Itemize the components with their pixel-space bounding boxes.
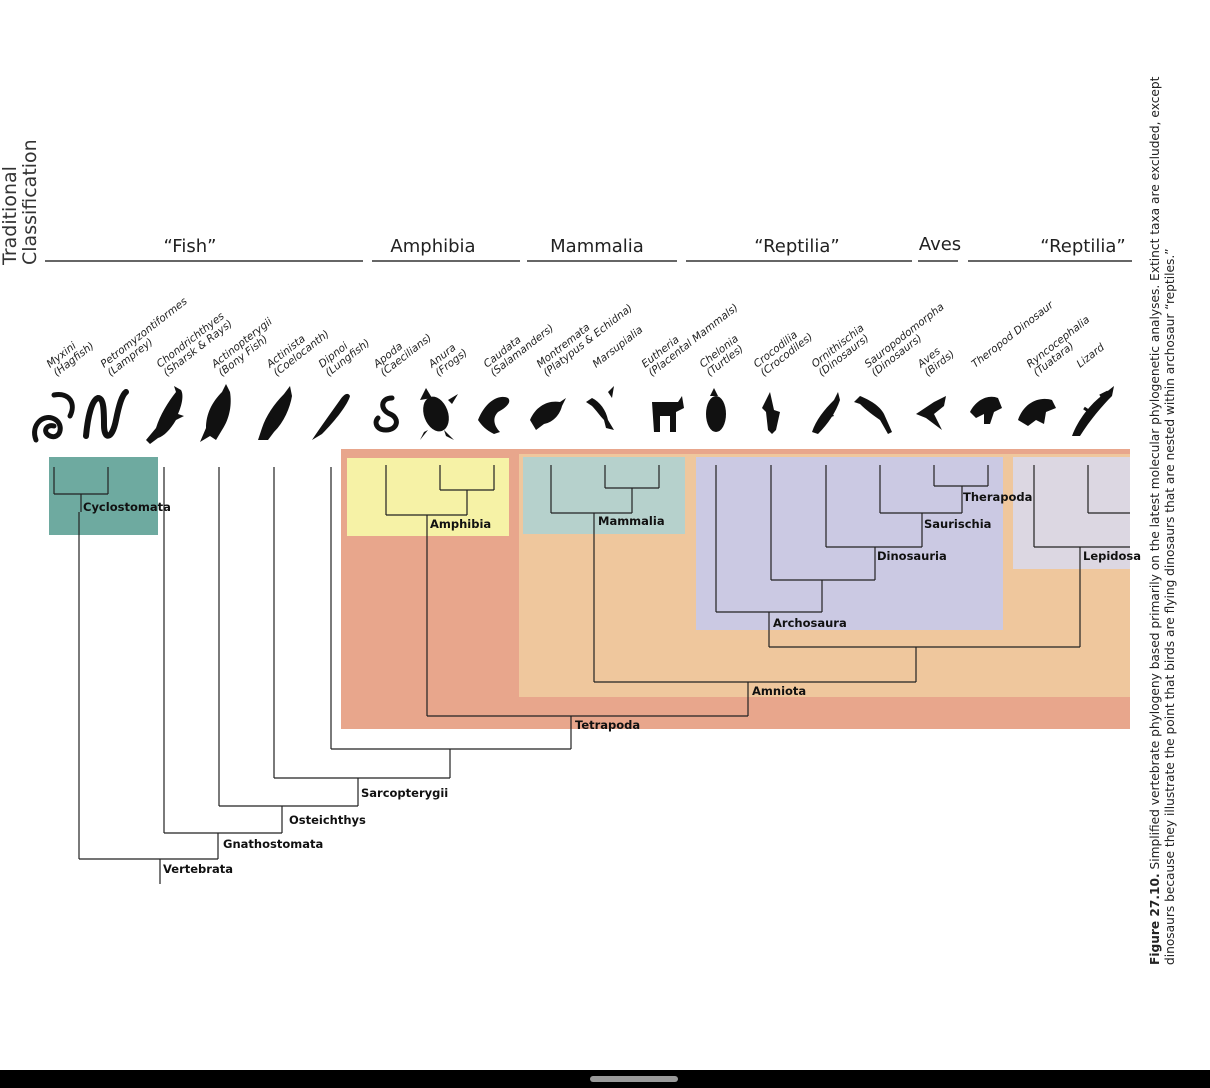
tuatara-icon <box>1018 398 1056 426</box>
clade-label-vertebrata: Vertebrata <box>163 862 233 876</box>
frog-icon <box>420 388 458 440</box>
figure-caption: Figure 27.10. Simplified vertebrate phyl… <box>1148 45 1178 965</box>
group-label-aves: Aves <box>919 234 961 255</box>
crocodile-icon <box>762 392 780 434</box>
amphibia-box <box>347 458 509 536</box>
bird-icon <box>916 396 946 430</box>
clade-label-dinosauria: Dinosauria <box>877 549 947 563</box>
ornithischian-icon <box>812 392 840 434</box>
kangaroo-icon <box>586 386 614 430</box>
salamander-icon <box>478 396 510 434</box>
group-label-reptilia-2: “Reptilia” <box>1040 236 1125 257</box>
archosaura-box <box>696 457 1003 630</box>
lungfish-icon <box>312 393 350 440</box>
lizard-icon <box>1072 386 1114 436</box>
theropod-icon <box>970 396 1002 424</box>
clade-label-amphibia: Amphibia <box>430 517 491 531</box>
clade-label-tetrapoda: Tetrapoda <box>575 718 640 732</box>
bony-fish-icon <box>200 384 231 442</box>
clade-label-osteichthys: Osteichthys <box>289 813 366 827</box>
group-label-fish: “Fish” <box>164 236 217 257</box>
group-label-mammalia: Mammalia <box>550 236 644 257</box>
clade-label-cyclostomata: Cyclostomata <box>83 500 171 514</box>
clade-label-archosaura: Archosaura <box>773 616 847 630</box>
clade-label-amniota: Amniota <box>752 684 806 698</box>
coelacanth-icon <box>258 386 292 440</box>
clade-label-mammalia: Mammalia <box>598 514 665 528</box>
lamprey-icon <box>83 389 129 439</box>
clade-label-saurischia: Saurischia <box>924 517 991 531</box>
cladogram-lines <box>53 465 1130 884</box>
cyclostomata-box <box>49 457 158 535</box>
clade-label-lepidosa: Lepidosa <box>1083 549 1141 563</box>
sauropod-icon <box>854 396 892 434</box>
clade-label-sarcopterygii: Sarcopterygii <box>361 786 448 800</box>
clade-label-therapoda: Therapoda <box>963 490 1032 504</box>
figure-label: Figure 27.10. <box>1148 873 1162 965</box>
shark-icon <box>146 386 184 444</box>
caecilian-icon <box>373 395 399 433</box>
figure-caption-text: Simplified vertebrate phylogeny based pr… <box>1148 76 1177 965</box>
group-label-amphibia: Amphibia <box>390 236 475 257</box>
platypus-icon <box>530 398 566 430</box>
group-label-reptilia: “Reptilia” <box>754 236 839 257</box>
taxon-name-lizard: Lizard <box>1074 341 1107 370</box>
turtle-icon <box>706 388 726 432</box>
home-indicator[interactable] <box>590 1076 678 1082</box>
hagfish-icon <box>32 392 75 443</box>
placental-mammal-icon <box>652 396 684 432</box>
mammalia-box <box>523 457 685 534</box>
clade-label-gnathostomata: Gnathostomata <box>223 837 323 851</box>
